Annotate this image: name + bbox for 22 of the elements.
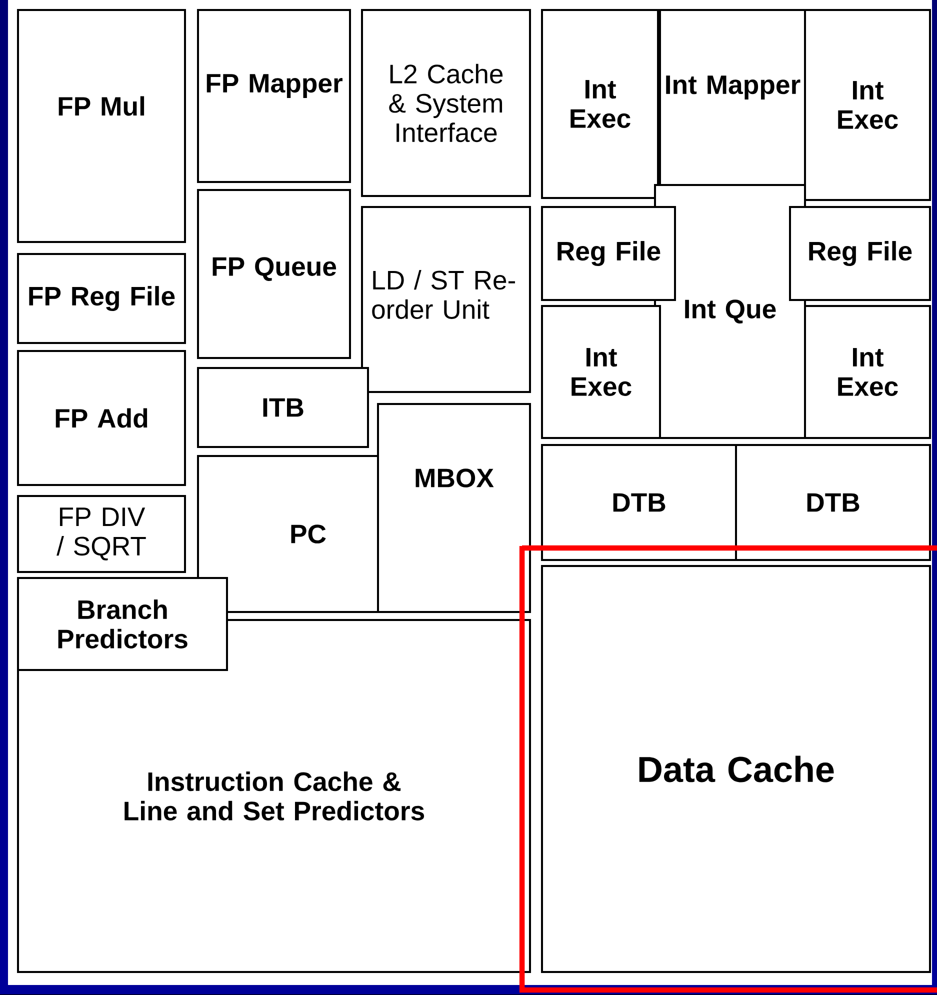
block-box: Reg File bbox=[541, 206, 676, 301]
block-box: FP DIV / SQRT bbox=[17, 495, 186, 573]
block-box: Int Mapper bbox=[659, 9, 806, 186]
block-box: FP Mul bbox=[17, 9, 186, 243]
block-box: FP Queue bbox=[197, 189, 351, 359]
block-box: Int Exec bbox=[804, 305, 931, 439]
block-box: DTB bbox=[541, 444, 737, 561]
block-box: FP Mapper bbox=[197, 9, 351, 183]
block-box: Data Cache bbox=[541, 565, 931, 973]
block-box: FP Add bbox=[17, 350, 186, 486]
block-box: FP Reg File bbox=[17, 253, 186, 344]
block-box: Int Exec bbox=[541, 305, 661, 439]
block-box: LD / ST Re-order Unit bbox=[361, 206, 531, 393]
block-box: Int Exec bbox=[804, 9, 931, 201]
block-box: DTB bbox=[735, 444, 931, 561]
block-box: Int Exec bbox=[541, 9, 659, 199]
block-box: Reg File bbox=[789, 206, 931, 301]
block-box: L2 Cache & System Interface bbox=[361, 9, 531, 197]
block-box: ITB bbox=[197, 367, 369, 448]
block-box: Branch Predictors bbox=[17, 577, 228, 671]
block-box: MBOX bbox=[377, 403, 531, 613]
block-box: PC bbox=[197, 455, 379, 613]
